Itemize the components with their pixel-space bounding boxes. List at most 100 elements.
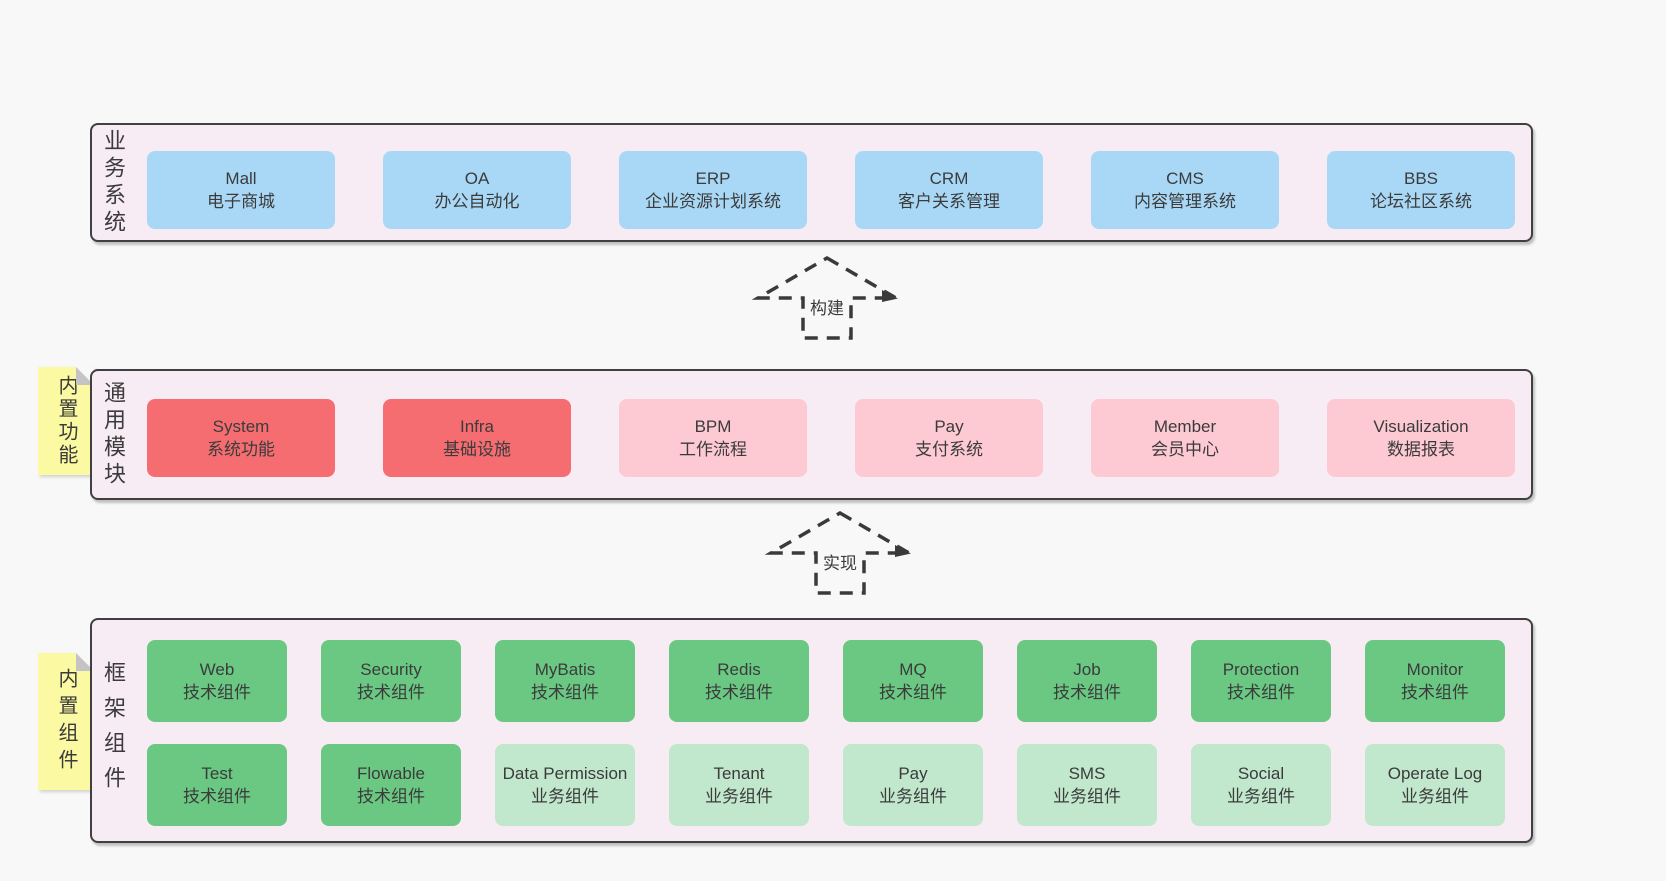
box-redis: Redis 技术组件 [669, 640, 809, 722]
box-title: Test [201, 764, 233, 783]
box-title: BPM [694, 417, 732, 436]
built-in-components-sticky: 内置组件 [38, 653, 94, 790]
box-title: Operate Log [1387, 764, 1483, 783]
box-title: Flowable [356, 764, 426, 783]
box-data-permission: Data Permission 业务组件 [495, 744, 635, 826]
box-title: SMS [1068, 764, 1106, 783]
box-subtitle: 业务组件 [1053, 787, 1121, 806]
box-subtitle: 技术组件 [1053, 683, 1121, 702]
box-subtitle: 内容管理系统 [1134, 192, 1236, 211]
box-subtitle: 技术组件 [705, 683, 773, 702]
business-systems-panel: 业务系统 Mall 电子商城 OA 办公自动化 ERP 企业资源计划系统 CRM… [90, 123, 1533, 242]
box-title: Pay [934, 417, 964, 436]
box-title: CMS [1166, 169, 1204, 188]
box-title: Security [360, 660, 422, 679]
box-subtitle: 数据报表 [1387, 440, 1455, 459]
box-title: MQ [899, 660, 927, 679]
box-cms: CMS 内容管理系统 [1091, 151, 1279, 229]
box-title: Monitor [1406, 660, 1464, 679]
box-title: Redis [717, 660, 761, 679]
box-subtitle: 技术组件 [183, 787, 251, 806]
box-subtitle: 业务组件 [705, 787, 773, 806]
box-subtitle: 技术组件 [879, 683, 947, 702]
box-title: Mall [225, 169, 257, 188]
framework-components-panel: 框架组件 Web 技术组件 Security 技术组件 MyBatis 技术组件… [90, 618, 1533, 843]
box-title: Infra [459, 417, 495, 436]
box-crm: CRM 客户关系管理 [855, 151, 1043, 229]
box-subtitle: 业务组件 [1227, 787, 1295, 806]
box-title: MyBatis [534, 660, 596, 679]
box-test: Test 技术组件 [147, 744, 287, 826]
box-monitor: Monitor 技术组件 [1365, 640, 1505, 722]
box-subtitle: 技术组件 [1227, 683, 1295, 702]
implement-arrow-icon: 实现 [765, 509, 915, 597]
box-subtitle: 技术组件 [183, 683, 251, 702]
box-subtitle: 技术组件 [531, 683, 599, 702]
box-title: BBS [1403, 169, 1439, 188]
component-boxes-row1: Web 技术组件 Security 技术组件 MyBatis 技术组件 Redi… [147, 640, 1505, 722]
box-pay-biz: Pay 业务组件 [843, 744, 983, 826]
box-bpm: BPM 工作流程 [619, 399, 807, 477]
box-pay: Pay 支付系统 [855, 399, 1043, 477]
box-bbs: BBS 论坛社区系统 [1327, 151, 1515, 229]
box-title: Web [199, 660, 235, 679]
box-system: System 系统功能 [147, 399, 335, 477]
box-subtitle: 业务组件 [1401, 787, 1469, 806]
module-boxes: System 系统功能 Infra 基础设施 BPM 工作流程 Pay 支付系统… [147, 399, 1515, 477]
box-mq: MQ 技术组件 [843, 640, 983, 722]
box-subtitle: 系统功能 [207, 440, 275, 459]
box-subtitle: 技术组件 [1401, 683, 1469, 702]
box-title: OA [464, 169, 490, 188]
box-subtitle: 基础设施 [443, 440, 511, 459]
box-infra: Infra 基础设施 [383, 399, 571, 477]
modules-panel-label: 通用模块 [101, 380, 126, 489]
box-subtitle: 业务组件 [531, 787, 599, 806]
box-job: Job 技术组件 [1017, 640, 1157, 722]
box-subtitle: 会员中心 [1151, 440, 1219, 459]
box-title: ERP [695, 169, 731, 188]
box-subtitle: 支付系统 [915, 440, 983, 459]
box-title: Tenant [713, 764, 765, 783]
implement-arrow-label: 实现 [820, 549, 860, 574]
box-flowable: Flowable 技术组件 [321, 744, 461, 826]
box-web: Web 技术组件 [147, 640, 287, 722]
box-subtitle: 电子商城 [207, 192, 275, 211]
box-sms: SMS 业务组件 [1017, 744, 1157, 826]
box-subtitle: 技术组件 [357, 683, 425, 702]
box-title: Social [1237, 764, 1285, 783]
box-title: Data Permission [502, 764, 628, 783]
box-subtitle: 企业资源计划系统 [645, 192, 781, 211]
box-title: Job [1073, 660, 1101, 679]
box-oa: OA 办公自动化 [383, 151, 571, 229]
box-title: Pay [898, 764, 928, 783]
business-panel-label: 业务系统 [101, 128, 126, 237]
sticky-label: 内置组件 [55, 667, 77, 776]
build-arrow-label: 构建 [807, 294, 847, 319]
box-subtitle: 办公自动化 [434, 192, 520, 211]
box-title: Visualization [1373, 417, 1469, 436]
box-social: Social 业务组件 [1191, 744, 1331, 826]
box-title: Protection [1222, 660, 1300, 679]
sticky-label: 内置功能 [55, 375, 77, 467]
box-security: Security 技术组件 [321, 640, 461, 722]
business-boxes: Mall 电子商城 OA 办公自动化 ERP 企业资源计划系统 CRM 客户关系… [147, 151, 1515, 229]
common-modules-panel: 通用模块 System 系统功能 Infra 基础设施 BPM 工作流程 Pay… [90, 369, 1533, 500]
box-erp: ERP 企业资源计划系统 [619, 151, 807, 229]
box-tenant: Tenant 业务组件 [669, 744, 809, 826]
build-arrow-icon: 构建 [752, 254, 902, 342]
box-member: Member 会员中心 [1091, 399, 1279, 477]
box-title: Member [1153, 417, 1217, 436]
built-in-features-sticky: 内置功能 [38, 367, 94, 475]
box-mall: Mall 电子商城 [147, 151, 335, 229]
component-boxes-row2: Test 技术组件 Flowable 技术组件 Data Permission … [147, 744, 1505, 826]
box-subtitle: 工作流程 [679, 440, 747, 459]
box-subtitle: 业务组件 [879, 787, 947, 806]
components-panel-label: 框架组件 [101, 660, 126, 801]
box-title: CRM [929, 169, 969, 188]
box-protection: Protection 技术组件 [1191, 640, 1331, 722]
box-subtitle: 论坛社区系统 [1370, 192, 1472, 211]
box-mybatis: MyBatis 技术组件 [495, 640, 635, 722]
box-subtitle: 客户关系管理 [898, 192, 1000, 211]
box-visualization: Visualization 数据报表 [1327, 399, 1515, 477]
